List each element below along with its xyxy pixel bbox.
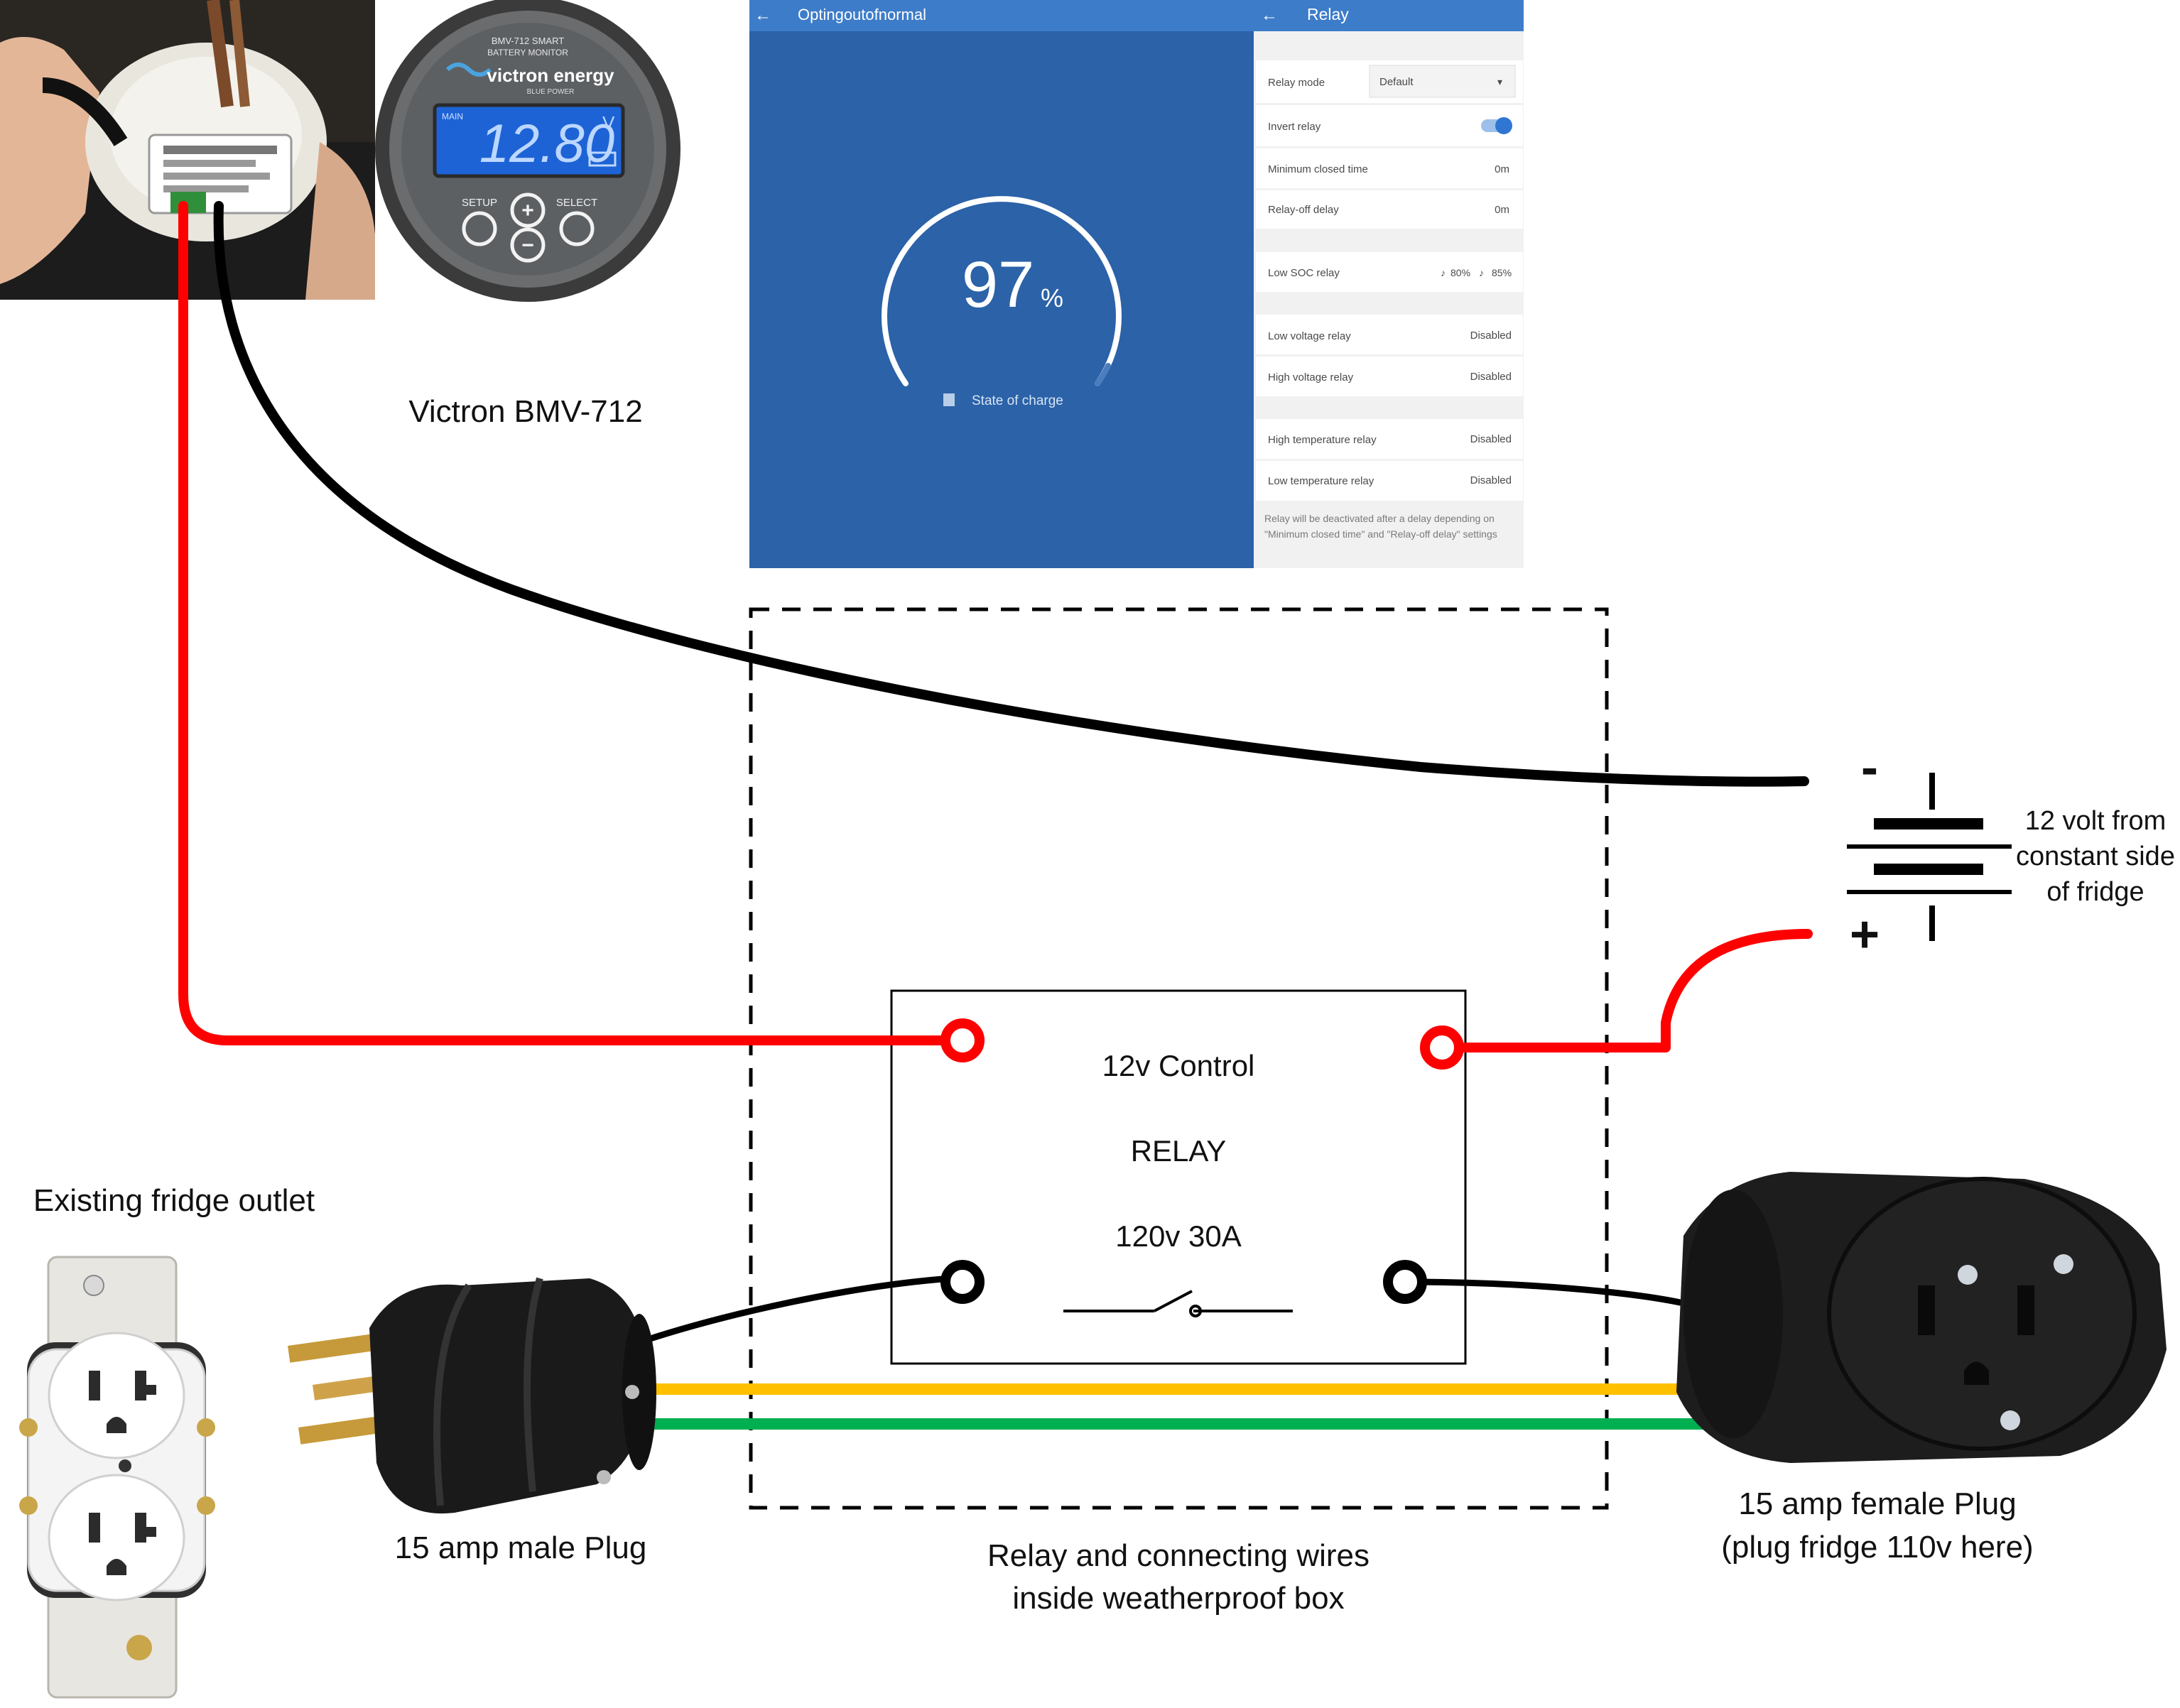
battery-plus-label: + <box>1850 906 1880 963</box>
low-voltage-value: Disabled <box>1470 330 1512 342</box>
relay-switch-terminal-right <box>1383 1260 1427 1304</box>
bmv-label: Victron BMV-712 <box>408 394 642 429</box>
victron-app-screenshot: ← Optingoutofnormal 97 % State of charge… <box>749 0 1524 568</box>
bmv-main-tag: MAIN <box>442 111 463 121</box>
relay-note-line1: Relay will be deactivated after a delay … <box>1264 513 1495 524</box>
relay-box <box>890 989 1467 1365</box>
app-left-header <box>749 0 1254 31</box>
bmv-model-line2: BATTERY MONITOR <box>487 48 568 58</box>
bmv-voltage-unit: V <box>602 112 615 134</box>
bmv-setup-label: SETUP <box>462 197 497 209</box>
back-arrow-icon: ← <box>1261 6 1278 25</box>
svg-text:−: − <box>521 234 534 257</box>
high-temp-label: High temperature relay <box>1268 434 1377 446</box>
bmv-brand-sub: BLUE POWER <box>527 88 575 96</box>
relay-control-terminal-right <box>1420 1026 1464 1070</box>
relay-rating-label: 120v 30A <box>1115 1219 1241 1253</box>
battery-label-line1: 12 volt from <box>2025 806 2167 836</box>
relay-name-label: RELAY <box>1131 1134 1227 1168</box>
red-wire-battery <box>1448 929 1813 1052</box>
black-wire-bmv <box>213 201 1809 787</box>
battery-minus-label: - <box>1861 739 1878 796</box>
bmv-brand: victron energy <box>487 65 614 86</box>
low-soc-value-1: 80% <box>1450 267 1470 278</box>
relay-mode-label: Relay mode <box>1268 77 1325 89</box>
bmv-plus-button <box>510 192 546 228</box>
invert-relay-label: Invert relay <box>1268 121 1321 133</box>
bell-icon: ♪ <box>1441 267 1446 278</box>
relay-off-label: Relay-off delay <box>1268 204 1339 216</box>
male-plug-label: 15 amp male Plug <box>395 1530 647 1565</box>
female-plug-label-line2: (plug fridge 110v here) <box>1721 1530 2033 1565</box>
bmv-712-device: BMV-712 SMART BATTERY MONITOR victron en… <box>375 0 680 302</box>
soc-gauge-arc <box>882 196 1122 386</box>
high-voltage-value: Disabled <box>1470 371 1512 383</box>
bmv-minus-button <box>510 227 546 263</box>
relay-terminals <box>940 1018 1464 1304</box>
low-soc-label: Low SOC relay <box>1268 267 1340 279</box>
relay-off-value: 0m <box>1495 204 1509 216</box>
app-right-header <box>1254 0 1524 31</box>
high-temp-value: Disabled <box>1470 433 1512 445</box>
bmv-wiring-photo <box>0 0 375 300</box>
battery-label-line2: constant side <box>2016 842 2175 871</box>
low-temp-label: Low temperature relay <box>1268 475 1374 487</box>
soc-value: 97 <box>962 249 1034 321</box>
svg-text:+: + <box>521 199 534 222</box>
relay-switch-terminal-left <box>940 1260 985 1304</box>
app-device-title: Optingoutofnormal <box>798 6 926 23</box>
relay: 12v Control RELAY 120v 30A <box>890 989 1467 1365</box>
soc-label: State of charge <box>972 393 1063 408</box>
box-label-line2: inside weatherproof box <box>1012 1581 1344 1616</box>
relay-control-terminal-left <box>940 1018 985 1062</box>
relay-mode-select <box>1369 65 1516 98</box>
bmv-select-button <box>559 211 595 246</box>
relay-control-label: 12v Control <box>1102 1049 1255 1082</box>
box-label-line1: Relay and connecting wires <box>987 1538 1370 1573</box>
high-voltage-label: High voltage relay <box>1268 371 1354 384</box>
female-plug-label-line1: 15 amp female Plug <box>1738 1486 2016 1521</box>
existing-outlet-label: Existing fridge outlet <box>33 1183 315 1218</box>
black-hot-wire-female <box>1401 1278 1687 1307</box>
relay-note-line2: "Minimum closed time" and "Relay-off del… <box>1264 528 1497 540</box>
relay-mode-value: Default <box>1379 76 1414 88</box>
low-temp-value: Disabled <box>1470 474 1512 486</box>
min-closed-value: 0m <box>1495 163 1509 175</box>
bmv-model-line1: BMV-712 SMART <box>492 36 564 46</box>
low-soc-value-2: 85% <box>1492 267 1512 278</box>
female-plug-15a <box>1676 1172 2167 1463</box>
bmv-voltage-display: 12.80 <box>479 114 614 174</box>
existing-fridge-outlet <box>19 1256 215 1699</box>
min-closed-label: Minimum closed time <box>1268 163 1368 175</box>
bmv-select-label: SELECT <box>556 197 597 209</box>
male-plug-15a <box>288 1277 656 1514</box>
bell-off-icon: ♪ <box>1479 267 1484 278</box>
battery-level-icon <box>588 151 617 167</box>
back-arrow-icon: ← <box>754 6 771 25</box>
victron-logo-icon <box>445 62 492 77</box>
switch-symbol-icon <box>1063 1290 1293 1317</box>
soc-unit: % <box>1041 283 1063 312</box>
red-wire-bmv <box>178 201 953 1045</box>
relay-screen-title: Relay <box>1307 5 1349 23</box>
bmv-setup-button <box>462 211 497 246</box>
list-icon <box>943 393 955 406</box>
black-hot-wire-male <box>636 1275 955 1346</box>
dropdown-caret-icon: ▾ <box>1497 76 1502 87</box>
wires <box>178 201 1813 1430</box>
low-voltage-label: Low voltage relay <box>1268 330 1351 342</box>
battery-symbol-icon: - + <box>1847 739 2012 963</box>
battery-label-line3: of fridge <box>2046 877 2144 907</box>
